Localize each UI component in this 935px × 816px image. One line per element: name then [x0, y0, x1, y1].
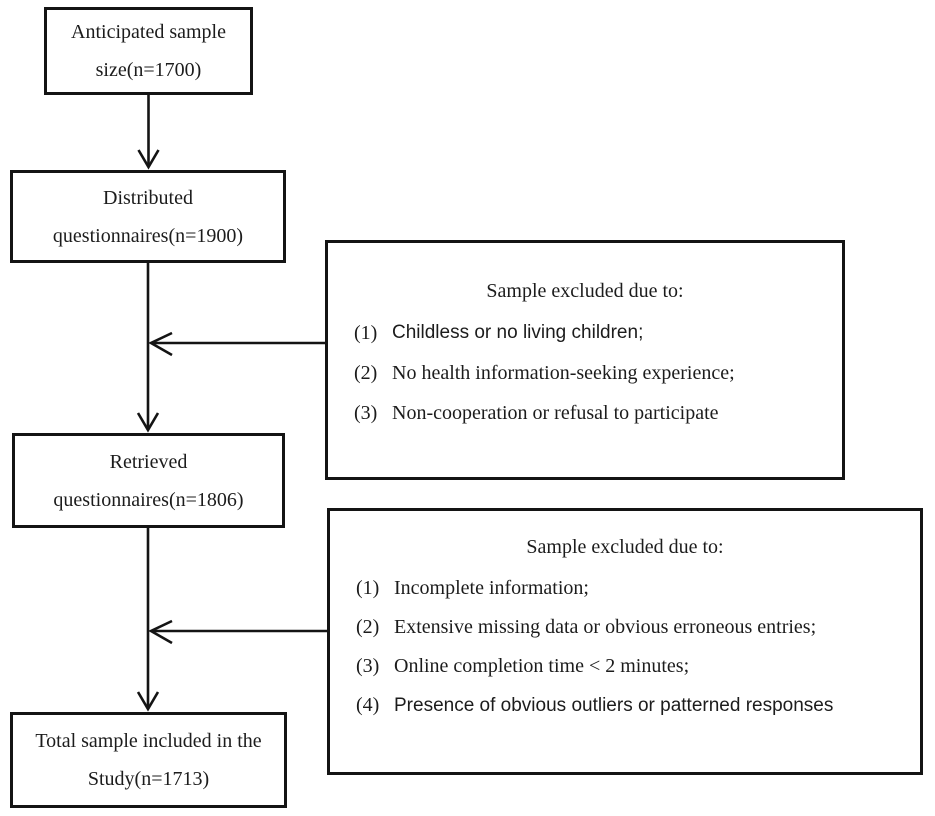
exclusion-item-number: (4)	[356, 694, 380, 716]
node-anticipated-sample: Anticipated sample size(n=1700)	[44, 7, 253, 95]
exclusion-item-number: (1)	[354, 322, 378, 344]
exclusion-item: (1) Incomplete information;	[330, 569, 920, 608]
exclusion-item-number: (1)	[356, 577, 380, 599]
exclusion-item-number: (3)	[354, 402, 378, 424]
node-retrieved-questionnaires: Retrieved questionnaires(n=1806)	[12, 433, 285, 528]
exclusion-item-text: Incomplete information;	[394, 577, 589, 599]
exclusion-item: (3) Non-cooperation or refusal to partic…	[328, 393, 842, 433]
node-text-line: Study(n=1713)	[87, 768, 210, 790]
node-distributed-questionnaires: Distributed questionnaires(n=1900)	[10, 170, 286, 263]
exclusion-item-text: Childless or no living children;	[392, 322, 644, 343]
exclusion-item-number: (3)	[356, 655, 380, 677]
exclusion-box-1: Sample excluded due to: (1) Childless or…	[325, 240, 845, 480]
node-text-line: Distributed	[103, 186, 193, 209]
node-text-line: Retrieved	[109, 450, 188, 473]
exclusion-item: (2) No health information-seeking experi…	[328, 353, 842, 393]
exclusion-item: (2) Extensive missing data or obvious er…	[330, 608, 920, 647]
node-text-line: questionnaires(n=1900)	[52, 224, 244, 247]
exclusion-item-text: No health information-seeking experience…	[392, 362, 735, 384]
arrow-distributed-to-retrieved	[136, 260, 160, 433]
exclusion-item-number: (2)	[354, 362, 378, 384]
node-text-line: Anticipated sample	[71, 21, 226, 43]
node-text-line: Total sample included in the	[35, 730, 262, 752]
arrow-anticipated-to-distributed	[137, 92, 160, 170]
arrow-exclusion2-branch	[148, 619, 327, 645]
exclusion-item-text: Non-cooperation or refusal to participat…	[392, 402, 719, 424]
exclusion-title: Sample excluded due to:	[486, 280, 684, 302]
exclusion-item: (3) Online completion time < 2 minutes;	[330, 647, 920, 686]
exclusion-title: Sample excluded due to:	[526, 536, 724, 558]
exclusion-item-number: (2)	[356, 616, 380, 638]
exclusion-item-text: Extensive missing data or obvious errone…	[394, 616, 817, 638]
exclusion-item: (4) Presence of obvious outliers or patt…	[330, 686, 920, 725]
arrow-exclusion1-branch	[148, 331, 325, 357]
exclusion-item: (1) Childless or no living children;	[328, 313, 842, 353]
exclusion-item-text: Presence of obvious outliers or patterne…	[394, 695, 834, 716]
node-text-line: size(n=1700)	[95, 59, 202, 81]
exclusion-item-text: Online completion time < 2 minutes;	[394, 655, 690, 677]
arrow-retrieved-to-total	[136, 525, 160, 712]
node-total-sample: Total sample included in the Study(n=171…	[10, 712, 287, 808]
node-text-line: questionnaires(n=1806)	[53, 488, 244, 511]
exclusion-box-2: Sample excluded due to: (1) Incomplete i…	[327, 508, 923, 775]
